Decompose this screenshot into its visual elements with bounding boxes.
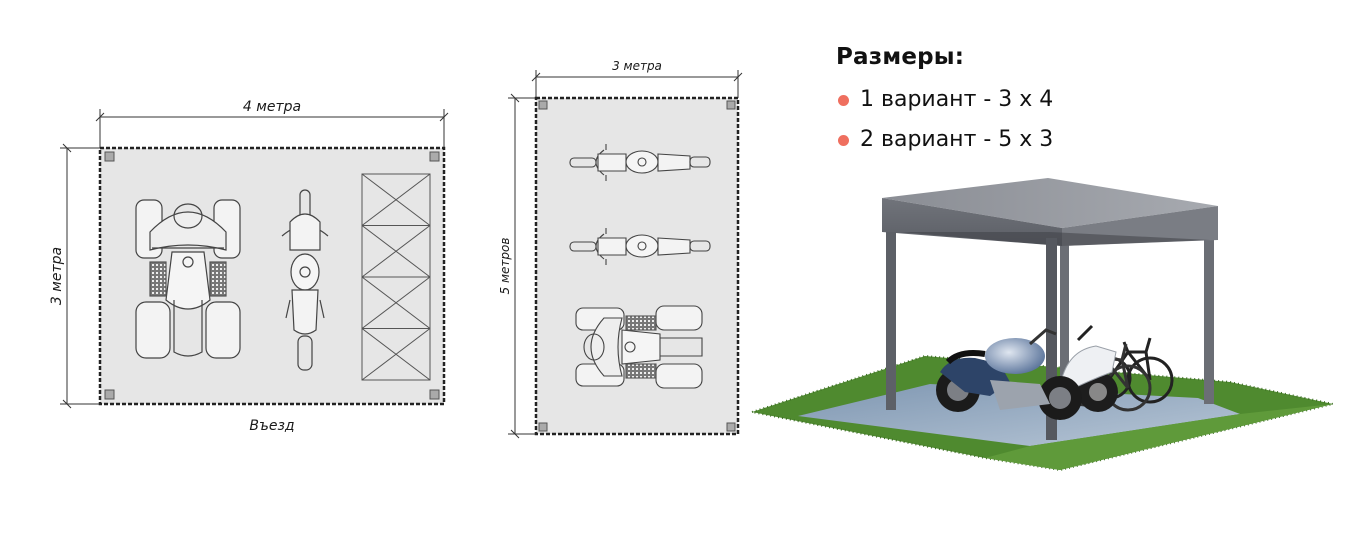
entrance-label: Въезд — [249, 418, 294, 434]
sizes-title: Размеры: — [836, 44, 965, 70]
motorcycle-icon — [569, 228, 711, 265]
size-option-label: 2 вариант - 5 х 3 — [860, 127, 1054, 152]
plan-4x3: 4 метра 3 метра — [49, 99, 449, 434]
bike-rack-icon — [361, 173, 431, 381]
sizes-legend: Размеры: 1 вариант - 3 х 4 2 вариант - 5… — [836, 44, 1053, 160]
motorcycle-blue-icon — [936, 328, 1082, 420]
atv-icon — [575, 305, 703, 389]
sizes-list: 1 вариант - 3 х 4 2 вариант - 5 х 3 — [836, 80, 1053, 160]
front-post — [886, 232, 896, 410]
atv-icon — [135, 199, 241, 359]
plan-4x3-height-label: 3 метра — [49, 247, 65, 305]
list-item: 2 вариант - 5 х 3 — [836, 120, 1053, 160]
motorcycle-icon — [569, 144, 711, 181]
list-item: 1 вариант - 3 х 4 — [836, 80, 1053, 120]
motorcycle-white-icon — [1061, 324, 1118, 412]
back-post — [1204, 238, 1214, 404]
plan-3x5-height-label: 5 метров — [498, 238, 512, 295]
back-post — [1060, 238, 1069, 388]
dimension-line-left — [508, 93, 536, 439]
motorcycle-icon — [281, 189, 329, 371]
plan-3x5-floor — [534, 96, 740, 436]
dimension-line-top — [95, 109, 449, 148]
plan-4x3-width-label: 4 метра — [243, 99, 301, 115]
corner-posts — [538, 100, 736, 432]
bullet-icon — [838, 135, 849, 146]
plan-3x5: 3 метра 5 метров — [498, 59, 743, 439]
bullet-icon — [838, 95, 849, 106]
front-post — [1046, 238, 1057, 440]
carport-illustration — [748, 178, 1334, 472]
dimension-line-left — [60, 143, 100, 409]
concrete-slab — [798, 384, 1240, 446]
corner-posts — [104, 151, 440, 400]
size-option-label: 1 вариант - 3 х 4 — [860, 87, 1054, 112]
plan-3x5-width-label: 3 метра — [612, 59, 662, 73]
dimension-line-top — [531, 70, 743, 98]
roof-top — [882, 178, 1218, 228]
